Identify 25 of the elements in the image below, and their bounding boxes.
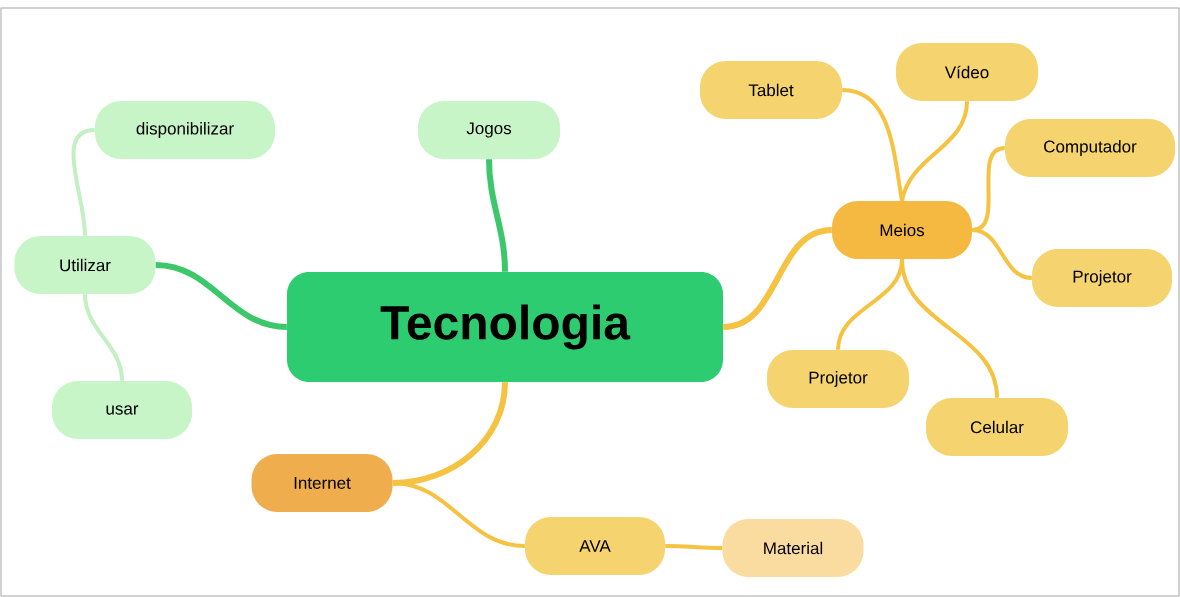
branch-line [665, 544, 723, 550]
topic-box: Utilizar [14, 236, 156, 294]
topic-box: Vídeo [896, 43, 1038, 101]
branch-line [722, 227, 833, 330]
branch-line [900, 101, 969, 202]
topic-box: Projetor [767, 350, 909, 408]
topic-box: Internet [251, 454, 393, 512]
branch-line [486, 159, 508, 272]
central-topic-box: Tecnologia [287, 272, 723, 382]
branch-line [392, 481, 525, 548]
branch-line [83, 294, 124, 381]
branch-line [971, 228, 1033, 280]
topic-box: AVA [525, 517, 665, 575]
topic-box: Material [722, 519, 864, 577]
topic-box: disponibilizar [95, 101, 275, 159]
topic-box: usar [52, 381, 192, 439]
topic-box: Celular [926, 398, 1068, 456]
topic-box: Tablet [700, 61, 842, 119]
branch-line [392, 381, 508, 486]
topic-box: Jogos [418, 101, 560, 159]
topic-box: Meios [832, 201, 972, 259]
topic-box: Computador [1005, 119, 1175, 177]
topic-box: Projetor [1032, 249, 1172, 307]
branch-line [155, 262, 288, 330]
branch-line [900, 258, 999, 399]
